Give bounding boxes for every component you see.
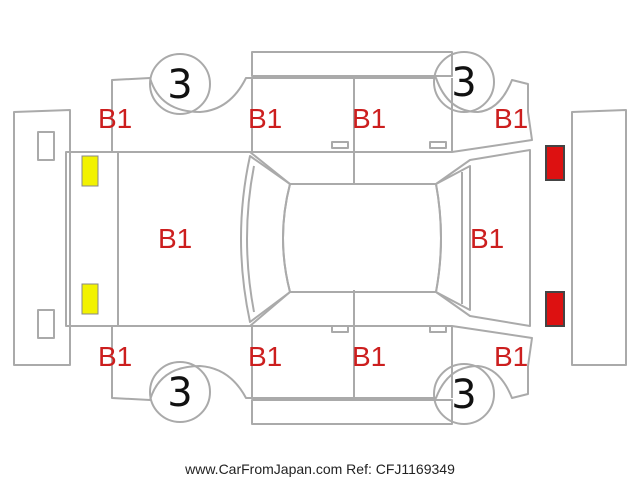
right-front-door-handle: [331, 325, 349, 333]
right-side-strip: [251, 399, 453, 425]
left-side-body: [111, 77, 533, 153]
wheel-front-left-circle: [149, 53, 211, 115]
wheel-rear-right: 3: [433, 363, 495, 425]
front-lamp-bottom: [81, 283, 99, 315]
rear-window: [435, 165, 471, 311]
right-side-body: [111, 325, 533, 401]
grade-rear-left-quarter: B1: [494, 103, 528, 134]
wheel-rear-right-circle: [433, 363, 495, 425]
footer-reference: www.CarFromJapan.com Ref: CFJ1169349: [184, 461, 455, 477]
wheel-rear-left-value: 3: [451, 60, 476, 106]
grade-rear-left-door: B1: [352, 103, 386, 134]
wheel-rear-right-value: 3: [451, 372, 476, 418]
wheel-front-right-circle: [149, 361, 211, 423]
grade-tailgate: B1: [470, 223, 504, 254]
front-lamp-top: [81, 155, 99, 187]
grade-front-left-fender: B1: [98, 103, 132, 134]
wheel-front-left: 3: [149, 53, 211, 115]
front-bumper-slot-top: [37, 131, 55, 161]
left-rear-door-handle: [429, 141, 447, 149]
wheel-rear-left-circle: [433, 51, 495, 113]
wheel-front-right: 3: [149, 361, 211, 423]
front-bumper: [13, 109, 71, 366]
left-side-strip: [251, 51, 453, 77]
grade-rear-right-quarter: B1: [494, 341, 528, 372]
front-bumper-slot-bottom: [37, 309, 55, 339]
grade-hood: B1: [158, 223, 192, 254]
rear-lamp-top: [545, 145, 565, 181]
wheel-front-right-value: 3: [167, 370, 192, 416]
wheel-rear-left: 3: [433, 51, 495, 113]
windshield-inner: [246, 165, 255, 313]
left-front-door-handle: [331, 141, 349, 149]
wheel-front-left-value: 3: [167, 62, 192, 108]
rear-lamp-bottom: [545, 291, 565, 327]
grade-rear-right-door: B1: [352, 341, 386, 372]
grade-front-right-fender: B1: [98, 341, 132, 372]
right-rear-door-handle: [429, 325, 447, 333]
roof: [282, 183, 442, 293]
top-view-body: [65, 149, 531, 327]
grade-front-right-door: B1: [248, 341, 282, 372]
rear-bumper: [571, 109, 627, 366]
grade-front-left-door: B1: [248, 103, 282, 134]
